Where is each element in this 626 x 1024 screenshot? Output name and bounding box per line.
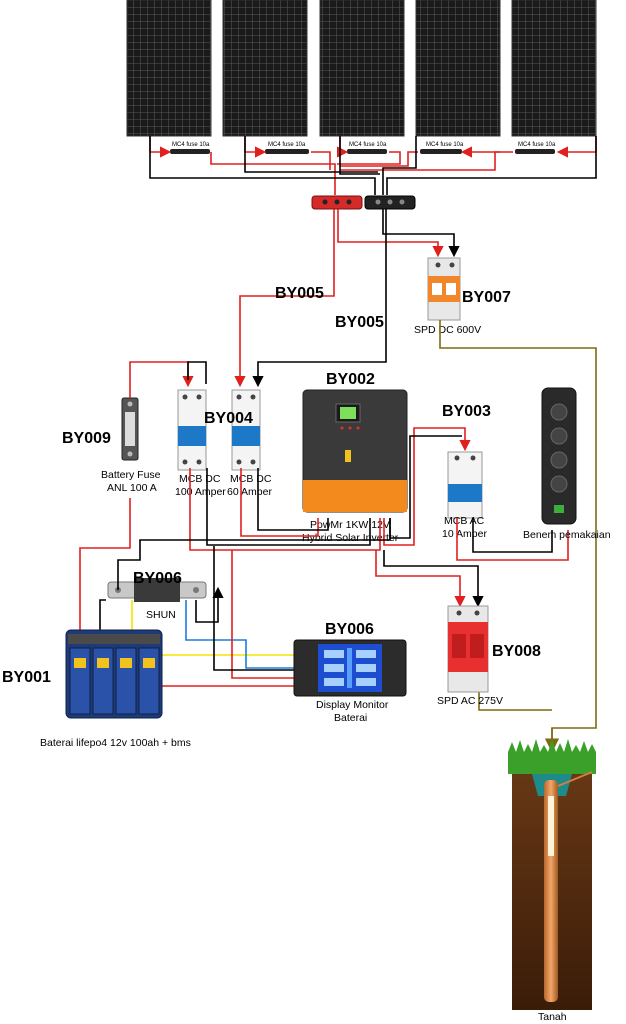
mcb-ac-label-2: 10 Amper: [442, 528, 487, 540]
wire-code-b: BY005: [335, 314, 384, 331]
battery-monitor-device: [293, 639, 407, 697]
spd-ac-label: SPD AC 275V: [437, 695, 503, 707]
solar-panel-3: [319, 0, 405, 137]
mcb-dc-code: BY004: [204, 410, 253, 427]
spd-dc-device: [427, 257, 461, 321]
ground-rod-illustration: [508, 739, 596, 1010]
battery-label: Baterai lifepo4 12v 100ah + bms: [40, 737, 191, 749]
mc4-fuse-label-2: MC4 fuse 10a: [268, 142, 306, 148]
solar-panel-1: [126, 0, 212, 137]
mc4-fuse-label-4: MC4 fuse 10a: [426, 142, 464, 148]
shunt-code: BY006: [133, 570, 182, 587]
mcb-ac-code: BY003: [442, 403, 491, 420]
mcb-60-label-2: 60 Amper: [227, 486, 272, 498]
mc4-fuse-label-3: MC4 fuse 10a: [349, 142, 387, 148]
battery-code: BY001: [2, 669, 51, 686]
power-strip-device: [541, 387, 577, 525]
monitor-label-2: Baterai: [334, 712, 367, 724]
battery-fuse-label-1: Battery Fuse: [101, 469, 161, 481]
inverter-device: [302, 389, 408, 513]
battery-fuse-label-2: ANL 100 A: [107, 482, 157, 494]
solar-panel-5: [511, 0, 597, 137]
solar-panel-array: [126, 0, 597, 137]
mcb-60-label-1: MCB DC: [230, 473, 272, 485]
battery-fuse-code: BY009: [62, 430, 111, 447]
shunt-label: SHUN: [146, 609, 176, 621]
shunt-device: [107, 578, 207, 602]
power-strip-label: Benem pemakaian: [523, 529, 611, 541]
spd-ac-device: [447, 605, 489, 693]
solar-panel-4: [415, 0, 501, 137]
spd-dc-code: BY007: [462, 289, 511, 306]
monitor-code: BY006: [325, 621, 374, 638]
spd-dc-label: SPD DC 600V: [414, 324, 481, 336]
battery-pack: [65, 629, 163, 719]
mc4-fuse-label-1: MC4 fuse 10a: [172, 142, 210, 148]
solar-panel-2: [222, 0, 308, 137]
mcb-ac-device: [447, 451, 483, 519]
ground-label: Tanah: [538, 1011, 567, 1023]
mcb-dc-60-device: [231, 389, 261, 471]
mcb-100-label-2: 100 Amper: [175, 486, 226, 498]
mcb-100-label-1: MCB DC: [179, 473, 221, 485]
monitor-label-1: Display Monitor: [316, 699, 389, 711]
mc4-fuse-icons: [170, 149, 555, 154]
mcb-dc-100-device: [177, 389, 207, 471]
wire-code-a: BY005: [275, 285, 324, 302]
mcb-ac-label-1: MCB AC: [444, 515, 485, 527]
inverter-label-2: Hybrid Solar Inverter: [302, 532, 399, 544]
spd-ac-code: BY008: [492, 643, 541, 660]
battery-fuse-device: [121, 397, 139, 461]
mc4-fuse-label-5: MC4 fuse 10a: [518, 142, 556, 148]
inverter-code: BY002: [326, 371, 375, 388]
